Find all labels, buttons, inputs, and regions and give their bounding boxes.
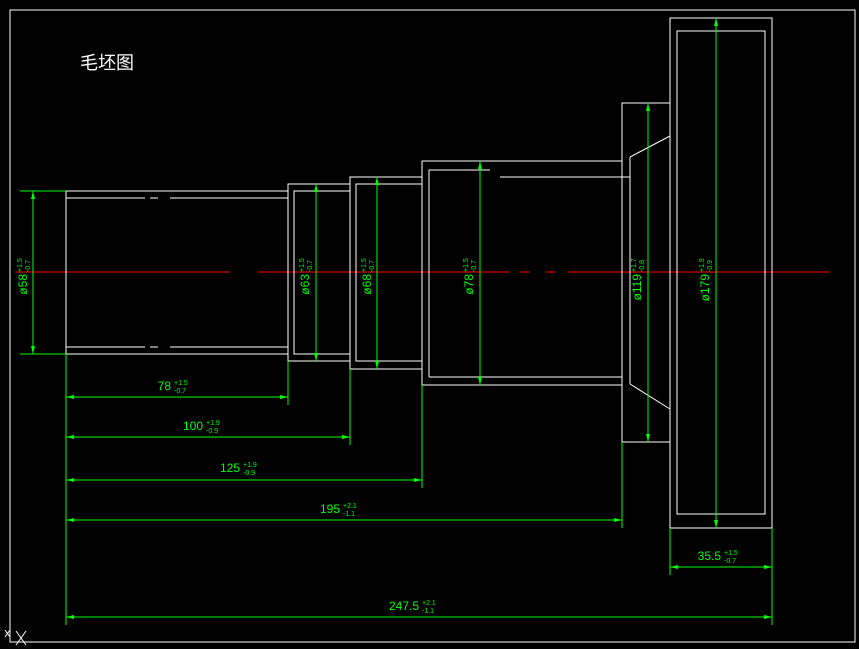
dimension-diameter-58: ø58 +1.5 -0.7: [16, 258, 32, 295]
dimension-length-195: 195 +2.1 -1.1: [320, 502, 357, 518]
dim-lower-tol: -0.7: [25, 260, 32, 272]
dim-value: ø63: [298, 274, 312, 295]
dim-value: 100: [183, 419, 203, 433]
dim-value: 247.5: [389, 599, 419, 613]
dimension-diameter-119: ø119 +1.7 -0.8: [630, 258, 646, 300]
dimension-arrows: [31, 18, 772, 619]
dimension-diameter-179: ø179 +1.9 -0.9: [698, 258, 714, 301]
dimension-diameter-78: ø78 +1.5 -0.7: [462, 258, 478, 295]
dimension-lines: [20, 18, 773, 625]
dim-upper-tol: +1.9: [243, 462, 257, 469]
dim-value: 195: [320, 502, 340, 516]
dim-upper-tol: +1.5: [174, 380, 188, 387]
dimension-length-35-5: 35.5 +1.5 -0.7: [698, 549, 738, 565]
dimension-diameter-68: ø68 +1.5 -0.7: [360, 258, 376, 295]
dim-upper-tol: +1.5: [724, 550, 738, 557]
dim-upper-tol: +1.9: [206, 420, 220, 427]
dim-lower-tol: -0.9: [206, 428, 218, 435]
dim-lower-tol: -0.9: [707, 260, 714, 272]
dim-value: ø78: [462, 274, 476, 295]
dim-upper-tol: +1.5: [361, 258, 368, 272]
dim-upper-tol: +2.1: [422, 600, 436, 607]
dimension-length-247-5: 247.5 +2.1 -1.1: [389, 599, 436, 615]
dim-upper-tol: +2.1: [343, 503, 357, 510]
dim-value: ø68: [360, 274, 374, 295]
dim-value: ø179: [698, 274, 712, 302]
dim-lower-tol: -0.7: [307, 260, 314, 272]
dim-lower-tol: -0.9: [243, 470, 255, 477]
dim-upper-tol: +1.5: [17, 258, 24, 272]
ucs-icon: [4, 629, 27, 646]
dim-value: ø58: [16, 274, 30, 295]
dimension-length-100: 100 +1.9 -0.9: [183, 419, 220, 435]
dim-value: ø119: [630, 274, 644, 301]
dimension-length-125: 125 +1.9 -0.9: [220, 461, 257, 477]
dim-upper-tol: +1.5: [299, 258, 306, 272]
dim-lower-tol: -0.7: [724, 558, 736, 565]
dimension-length-78: 78 +1.5 -0.7: [158, 379, 188, 395]
dim-value: 125: [220, 461, 240, 475]
dim-lower-tol: -0.8: [639, 260, 646, 272]
dim-lower-tol: -1.1: [343, 511, 355, 518]
dimension-diameter-63: ø63 +1.5 -0.7: [298, 258, 314, 295]
dim-lower-tol: -0.7: [471, 260, 478, 272]
shaft-outline: [65, 17, 773, 529]
dim-upper-tol: +1.5: [463, 258, 470, 272]
drawing-title: 毛坯图: [80, 53, 134, 74]
dim-upper-tol: +1.7: [631, 258, 638, 272]
dim-lower-tol: -0.7: [369, 260, 376, 272]
dim-value: 35.5: [698, 549, 722, 563]
dim-value: 78: [158, 379, 172, 393]
dim-lower-tol: -1.1: [422, 608, 434, 615]
dim-upper-tol: +1.9: [699, 258, 706, 272]
drawing-frame: [9, 9, 856, 643]
dim-lower-tol: -0.7: [174, 388, 186, 395]
